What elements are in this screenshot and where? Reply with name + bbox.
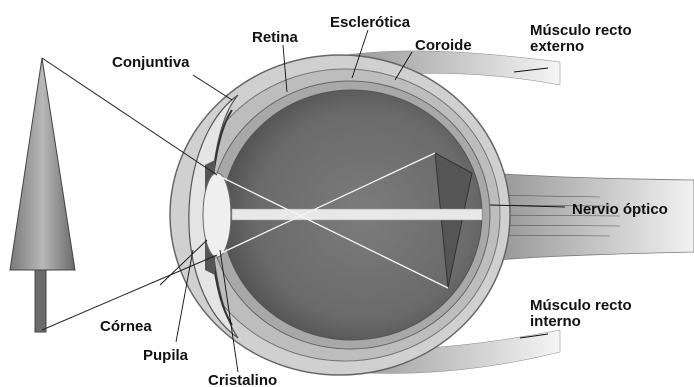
- label-conjuntiva: Conjuntiva: [112, 54, 190, 71]
- label-musculo-interno-1: Músculo recto: [530, 297, 632, 314]
- label-esclerotica: Esclerótica: [330, 14, 411, 31]
- tree-object: [10, 58, 75, 332]
- label-musculo-externo-2: externo: [530, 38, 584, 55]
- optical-axis: [232, 209, 482, 220]
- label-cornea: Córnea: [100, 318, 152, 335]
- label-musculo-interno-2: interno: [530, 313, 581, 330]
- label-pupila: Pupila: [143, 347, 189, 364]
- lens: [203, 173, 231, 257]
- label-cristalino: Cristalino: [208, 372, 277, 387]
- label-nervio-optico: Nervio óptico: [572, 201, 668, 218]
- label-musculo-externo-1: Músculo recto: [530, 22, 632, 39]
- label-retina: Retina: [252, 29, 299, 46]
- label-coroide: Coroide: [415, 37, 472, 54]
